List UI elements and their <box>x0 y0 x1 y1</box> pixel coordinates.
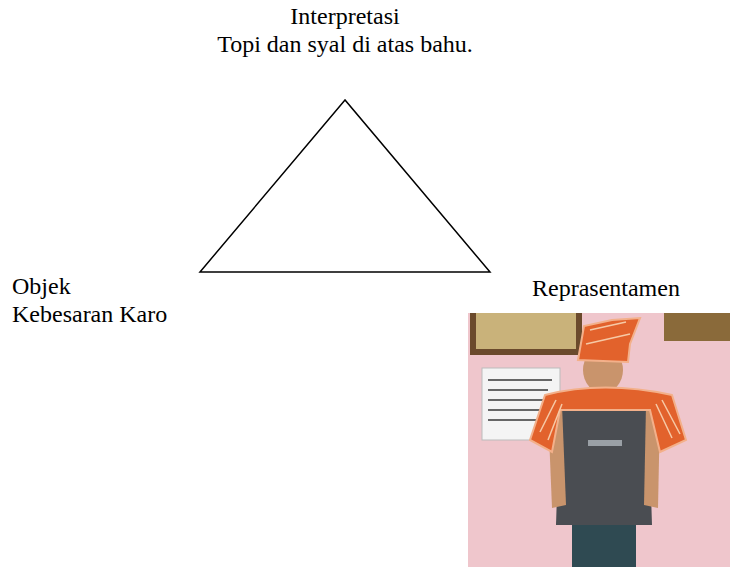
vertex-heading: Interpretasi <box>290 2 399 30</box>
karo-hat <box>578 318 640 362</box>
photo-wall <box>468 313 730 567</box>
object-text: Kebesaran Karo <box>12 300 167 328</box>
picture-frame <box>470 313 582 355</box>
karo-scarf <box>530 388 686 453</box>
photo <box>468 313 730 567</box>
shirt-print <box>588 440 622 446</box>
vertex-heading: Reprasentamen <box>532 274 680 302</box>
vertex-heading: Objek <box>12 272 71 300</box>
semiotic-triangle <box>200 100 490 272</box>
interpretant-text: Topi dan syal di atas bahu. <box>217 30 473 58</box>
scarf-pattern <box>540 322 680 440</box>
picture-inner <box>476 313 576 349</box>
picture-frame-right <box>664 313 730 341</box>
shirt <box>556 394 652 525</box>
trousers <box>572 518 636 567</box>
